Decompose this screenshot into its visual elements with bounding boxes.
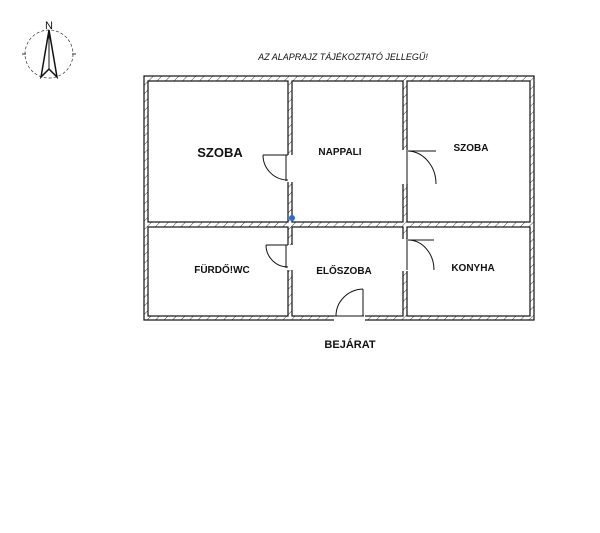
door-bedroom-left xyxy=(262,154,293,182)
room-label-bedroom-left: SZOBA xyxy=(197,145,243,160)
room-label-kitchen: KONYHA xyxy=(451,263,494,274)
door-bedroom-right xyxy=(402,150,437,185)
room-label-bathroom: FÜRDŐ!WC xyxy=(194,263,250,276)
walls xyxy=(143,75,535,321)
entrance-label: BEJÁRAT xyxy=(324,338,375,351)
north-arrow-icon: N xyxy=(22,20,76,80)
disclaimer-note: AZ ALAPRAJZ TÁJÉKOZTATÓ JELLEGŰ! xyxy=(257,52,428,62)
location-marker xyxy=(289,215,295,221)
room-label-bedroom-right: SZOBA xyxy=(454,143,489,154)
door-kitchen xyxy=(402,239,435,271)
room-label-hall: ELŐSZOBA xyxy=(316,264,372,277)
room-label-living: NAPPALI xyxy=(318,147,361,158)
door-bathroom xyxy=(265,244,293,270)
compass-label: N xyxy=(45,20,53,32)
door-entrance xyxy=(334,288,365,321)
